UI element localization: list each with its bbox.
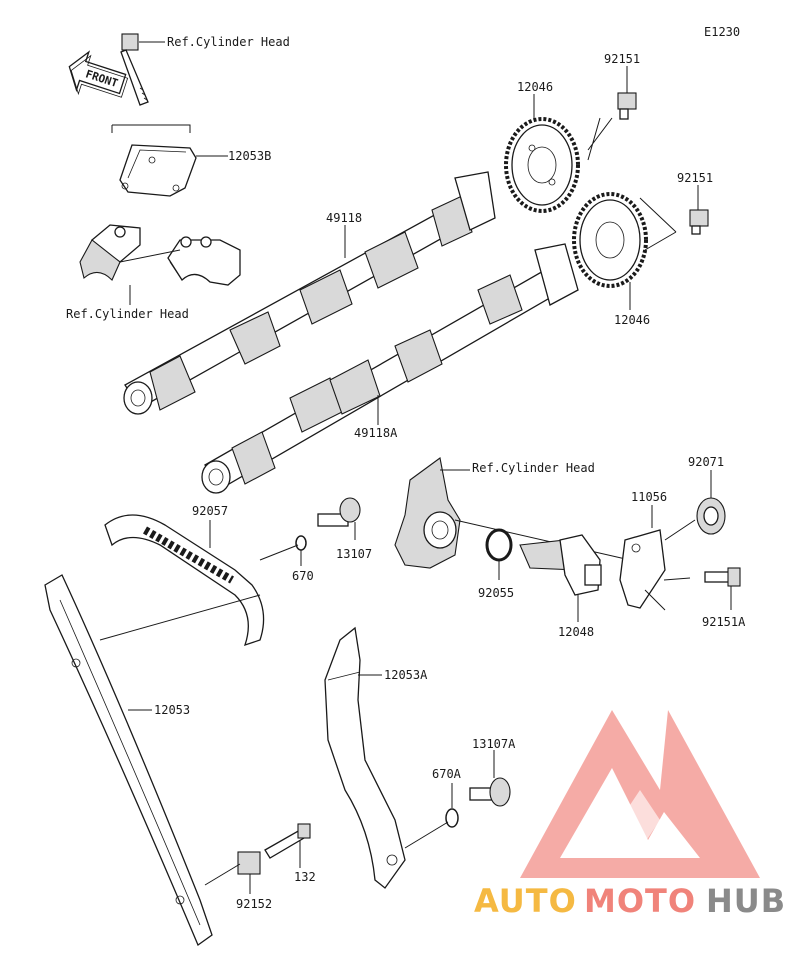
cam-sprocket-top xyxy=(504,117,580,213)
part-92151A: 92151A xyxy=(702,615,746,629)
ref-label-left: Ref.Cylinder Head xyxy=(66,307,189,321)
part-92151-top: 92151 xyxy=(604,52,640,66)
pin-13107 xyxy=(317,497,361,527)
part-92151-mid: 92151 xyxy=(677,171,713,185)
part-92055: 92055 xyxy=(478,586,514,600)
part-13107A: 13107A xyxy=(472,737,516,751)
part-92057: 92057 xyxy=(192,504,228,518)
chain-guide-12053 xyxy=(44,574,213,947)
o-ring-92055 xyxy=(485,528,513,562)
chain-tensioner-12048 xyxy=(519,534,602,596)
bolt-92151A xyxy=(704,567,741,587)
washer-92071 xyxy=(696,497,726,535)
part-92071: 92071 xyxy=(688,455,724,469)
part-670: 670 xyxy=(292,569,314,583)
chain-guide-12053A xyxy=(324,626,406,889)
part-13107: 13107 xyxy=(336,547,372,561)
part-12048: 12048 xyxy=(558,625,594,639)
sprocket-bolt-mid xyxy=(689,209,709,235)
watermark-auto: AUTO xyxy=(474,882,577,920)
part-12053A: 12053A xyxy=(384,668,428,682)
bracket-12053B xyxy=(119,144,197,197)
part-12053: 12053 xyxy=(154,703,190,717)
cylinder-head-section xyxy=(394,457,461,569)
bracket-11056 xyxy=(619,529,666,609)
sprocket-bolt-top xyxy=(617,92,637,120)
cam-chain-92057 xyxy=(104,514,265,647)
part-49118: 49118 xyxy=(326,211,362,225)
part-670A: 670A xyxy=(432,767,462,781)
part-49118A: 49118A xyxy=(354,426,398,440)
watermark-hub: HUB xyxy=(706,882,786,920)
ring-670 xyxy=(295,535,307,551)
part-11056: 11056 xyxy=(631,490,667,504)
watermark-logo-icon xyxy=(520,710,760,878)
part-12046-top: 12046 xyxy=(517,80,553,94)
watermark-moto: MOTO xyxy=(584,882,696,920)
part-92152: 92152 xyxy=(236,897,272,911)
collar-92152 xyxy=(237,851,261,875)
camshaft-49118A xyxy=(201,243,579,494)
pin-13107A xyxy=(469,777,511,807)
part-12053B: 12053B xyxy=(228,149,271,163)
camshaft-49118 xyxy=(123,171,496,415)
part-132: 132 xyxy=(294,870,316,884)
cam-sprocket-mid xyxy=(572,192,648,288)
cylinder-head-bolt xyxy=(120,33,149,106)
cam-cap xyxy=(79,224,241,286)
ref-label-middle: Ref.Cylinder Head xyxy=(472,461,595,475)
ref-label-top: Ref.Cylinder Head xyxy=(167,35,290,49)
bolt-132 xyxy=(264,823,311,859)
part-12046-mid: 12046 xyxy=(614,313,650,327)
front-arrow-icon: FRONT xyxy=(68,50,129,98)
ring-670A xyxy=(445,808,459,828)
diagram-code: E1230 xyxy=(704,25,740,39)
